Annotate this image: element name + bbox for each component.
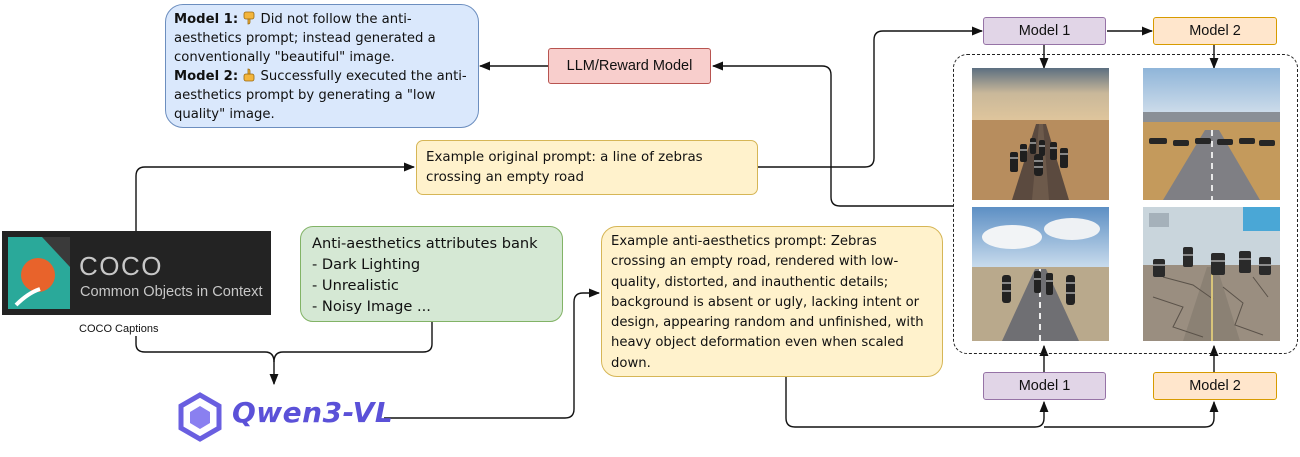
model2-bottom-node: Model 2	[1153, 372, 1277, 400]
zebra-image-model1-anti	[972, 207, 1109, 341]
model2-label: Model 2:	[174, 69, 239, 84]
thumbs-down-icon	[242, 11, 260, 27]
zebra-image-model2-original	[1143, 68, 1280, 200]
coco-logo: COCO Common Objects in Context	[2, 231, 271, 315]
zebra-image-model2-anti	[1143, 207, 1280, 341]
original-prompt-box: Example original prompt: a line of zebra…	[416, 140, 758, 195]
anti-aesthetics-prompt-box: Example anti-aesthetics prompt: Zebras c…	[601, 226, 943, 377]
model1-label: Model 1:	[174, 12, 239, 27]
attribute-item: - Dark Lighting	[312, 256, 421, 273]
model1-bottom-label: Model 1	[1018, 378, 1071, 394]
coco-emblem-icon	[8, 237, 70, 309]
anti-aesthetics-prompt-text: Example anti-aesthetics prompt: Zebras c…	[611, 234, 924, 371]
model1-feedback-text: Did not follow the anti-aesthetics promp…	[174, 12, 436, 65]
llm-reward-model-node: LLM/Reward Model	[548, 48, 711, 84]
model2-bottom-label: Model 2	[1189, 378, 1241, 394]
qwen-logo	[175, 392, 225, 442]
model1-top-node: Model 1	[983, 17, 1106, 45]
thumbs-up-icon	[242, 68, 260, 84]
model1-top-label: Model 1	[1018, 23, 1071, 39]
llm-reward-model-label: LLM/Reward Model	[566, 58, 693, 74]
original-prompt-text: Example original prompt: a line of zebra…	[426, 150, 703, 185]
model2-top-label: Model 2	[1189, 23, 1241, 39]
model2-feedback-text: Successfully executed the anti-aesthetic…	[174, 69, 467, 122]
attribute-item: - Noisy Image ...	[312, 298, 431, 315]
coco-subtitle: Common Objects in Context	[80, 284, 263, 300]
attributes-bank-box: Anti-aesthetics attributes bank - Dark L…	[300, 226, 563, 322]
model2-top-node: Model 2	[1153, 17, 1277, 45]
attribute-item: - Unrealistic	[312, 277, 399, 294]
qwen-emblem-icon	[178, 392, 222, 442]
coco-wordmark: COCO	[79, 251, 163, 281]
coco-captions-label: COCO Captions	[79, 323, 159, 335]
attributes-bank-title: Anti-aesthetics attributes bank	[312, 235, 538, 252]
model1-bottom-node: Model 1	[983, 372, 1106, 400]
qwen-wordmark: Qwen3-VL	[232, 396, 394, 429]
evaluation-feedback-box: Model 1: Did not follow the anti-aesthet…	[165, 4, 479, 128]
zebra-image-model1-original	[972, 68, 1109, 200]
generated-images-frame	[953, 54, 1298, 354]
